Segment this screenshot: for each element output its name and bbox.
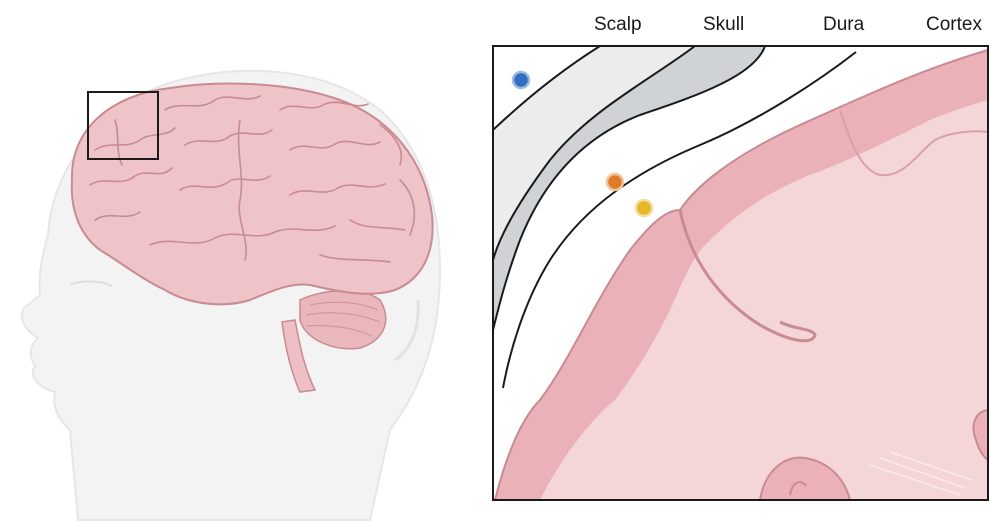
zoomed-cross-section bbox=[493, 46, 988, 500]
subdural-electrode-marker bbox=[636, 200, 652, 216]
epidural-electrode-marker bbox=[607, 174, 623, 190]
scalp-electrode-marker bbox=[513, 72, 529, 88]
